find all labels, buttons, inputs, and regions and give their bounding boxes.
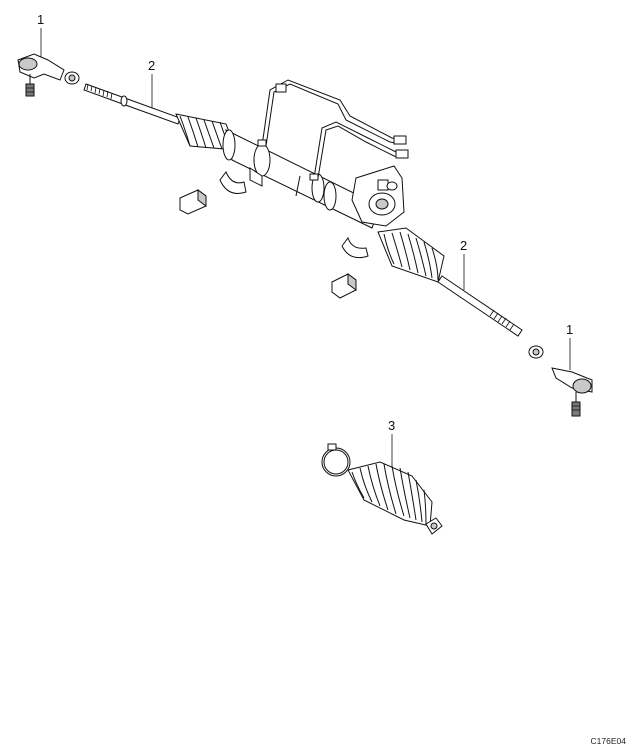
callout-number-2-right: 2	[460, 238, 467, 253]
boot-right	[377, 227, 445, 283]
pinion-valve-housing	[351, 165, 405, 227]
callout-number-1-left: 1	[37, 12, 44, 27]
mounting-clamp-left	[219, 171, 247, 194]
lock-nut-left	[64, 71, 80, 85]
boot-small-clamp	[425, 517, 443, 535]
mounting-clamp-right	[341, 236, 369, 259]
rack-housing	[222, 129, 381, 229]
callout-number-2-left: 2	[148, 58, 155, 73]
replacement-boot	[347, 461, 433, 527]
callout-number-1-right: 1	[566, 322, 573, 337]
tie-rod-end-left	[17, 53, 65, 97]
rubber-mount-bushing-right	[331, 273, 357, 299]
callout-number-3: 3	[388, 418, 395, 433]
callout-boot-kit: 3	[388, 418, 395, 470]
tie-rod-left	[83, 83, 181, 125]
figure-reference-code: C176E04	[590, 736, 626, 746]
hydraulic-lines	[257, 79, 409, 181]
callout-tie-rod-right: 2	[460, 238, 467, 290]
boot-clamp-ring	[321, 443, 351, 477]
lock-nut-right	[528, 345, 544, 359]
callout-tie-rod-left: 2	[148, 58, 155, 108]
tie-rod-end-right	[551, 367, 593, 417]
callout-tie-rod-end-right: 1	[566, 322, 573, 370]
callout-tie-rod-end-left: 1	[37, 12, 44, 62]
rubber-mount-bushing-left	[179, 189, 207, 215]
tie-rod-right	[437, 275, 523, 337]
